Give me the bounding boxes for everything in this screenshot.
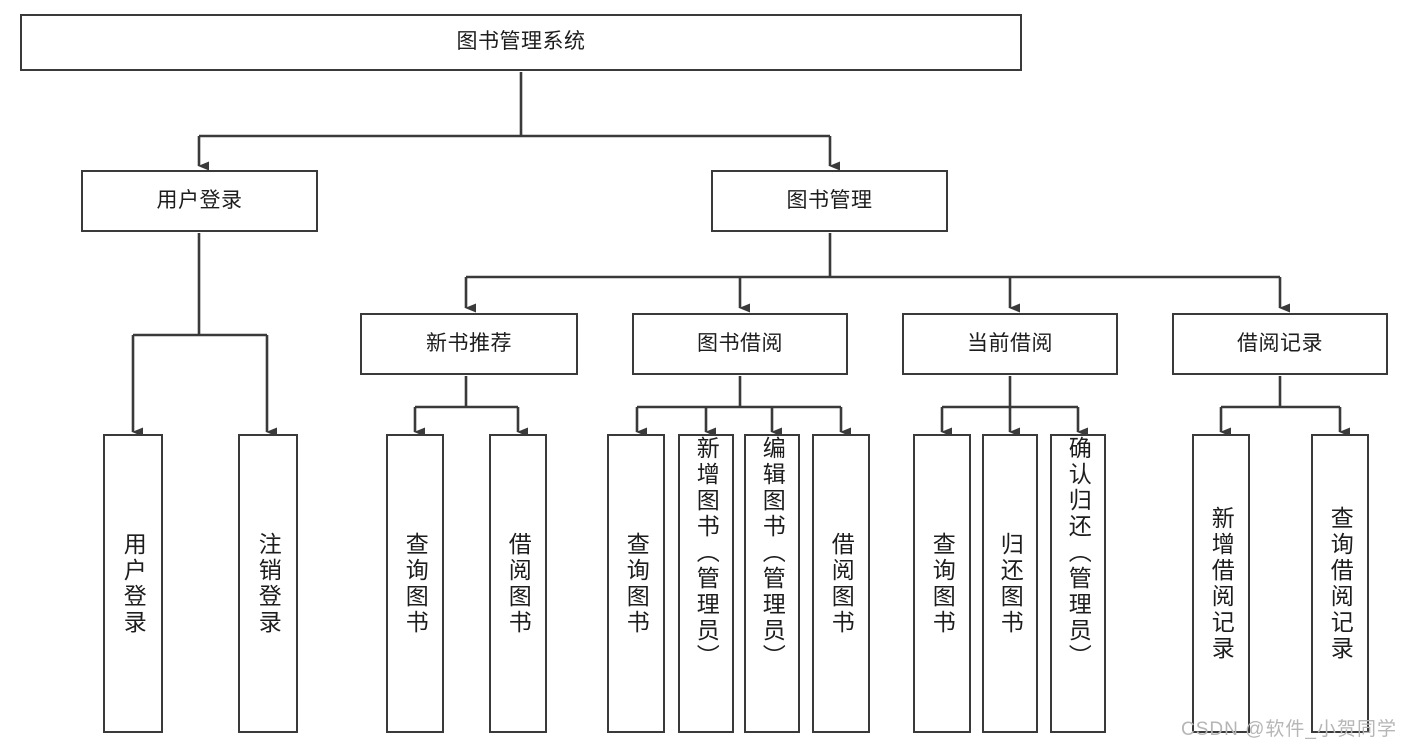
leaf-add-borrow-record-label: 新增借阅记录 bbox=[1208, 505, 1235, 662]
node-user-login-label: 用户登录 bbox=[156, 188, 243, 212]
node-book-management[interactable]: 图书管理 bbox=[711, 170, 948, 232]
node-borrow-records[interactable]: 借阅记录 bbox=[1172, 313, 1388, 375]
leaf-query-books-current-label: 查询图书 bbox=[929, 531, 956, 636]
leaf-query-books-new-label: 查询图书 bbox=[402, 531, 429, 636]
node-user-login[interactable]: 用户登录 bbox=[81, 170, 318, 232]
leaf-borrow-books-borrow-label: 借阅图书 bbox=[828, 531, 855, 636]
connectors-leaves-new-books bbox=[413, 376, 528, 437]
connectors-leaves-records bbox=[1219, 376, 1350, 437]
watermark-text: CSDN @软件_小贺同学 bbox=[1181, 719, 1397, 740]
node-root[interactable]: 图书管理系统 bbox=[20, 14, 1022, 71]
node-current-borrow-label: 当前借阅 bbox=[967, 331, 1053, 355]
leaf-add-book-admin[interactable]: 新增图书（管理员） bbox=[678, 434, 734, 733]
leaf-logout-label: 注销登录 bbox=[255, 531, 282, 636]
leaf-borrow-books-new[interactable]: 借阅图书 bbox=[489, 434, 547, 733]
leaf-return-books-label: 归还图书 bbox=[997, 531, 1024, 636]
leaf-query-borrow-record[interactable]: 查询借阅记录 bbox=[1311, 434, 1369, 733]
leaf-borrow-books-borrow[interactable]: 借阅图书 bbox=[812, 434, 870, 733]
leaf-confirm-return-admin[interactable]: 确认归还（管理员） bbox=[1050, 434, 1106, 733]
node-book-borrow-label: 图书借阅 bbox=[697, 331, 783, 355]
leaf-edit-book-admin[interactable]: 编辑图书（管理员） bbox=[744, 434, 800, 733]
node-root-label: 图书管理系统 bbox=[456, 30, 586, 54]
leaf-add-book-admin-label: 新增图书（管理员） bbox=[693, 436, 720, 670]
leaf-logout[interactable]: 注销登录 bbox=[238, 434, 298, 733]
node-borrow-records-label: 借阅记录 bbox=[1237, 331, 1323, 355]
leaf-query-books-borrow[interactable]: 查询图书 bbox=[607, 434, 665, 733]
leaf-add-borrow-record[interactable]: 新增借阅记录 bbox=[1192, 434, 1250, 733]
connectors-leaves-borrow bbox=[635, 376, 851, 437]
leaf-query-books-current[interactable]: 查询图书 bbox=[913, 434, 971, 733]
leaf-user-login[interactable]: 用户登录 bbox=[103, 434, 163, 733]
leaf-edit-book-admin-label: 编辑图书（管理员） bbox=[759, 436, 786, 670]
leaf-query-books-borrow-label: 查询图书 bbox=[623, 531, 650, 636]
leaf-borrow-books-new-label: 借阅图书 bbox=[505, 531, 532, 636]
leaf-return-books[interactable]: 归还图书 bbox=[982, 434, 1038, 733]
node-book-borrow[interactable]: 图书借阅 bbox=[632, 313, 848, 375]
leaf-query-books-new[interactable]: 查询图书 bbox=[386, 434, 444, 733]
node-new-book-recommend-label: 新书推荐 bbox=[426, 331, 512, 355]
leaf-query-borrow-record-label: 查询借阅记录 bbox=[1327, 505, 1354, 662]
node-new-book-recommend[interactable]: 新书推荐 bbox=[360, 313, 578, 375]
leaf-user-login-label: 用户登录 bbox=[120, 531, 147, 636]
connectors-leaves-current bbox=[940, 376, 1088, 437]
connectors-root bbox=[197, 72, 840, 171]
node-current-borrow[interactable]: 当前借阅 bbox=[902, 313, 1118, 375]
connectors-leaves-user-login bbox=[131, 233, 277, 437]
connectors-level3 bbox=[464, 233, 1290, 313]
leaf-confirm-return-admin-label: 确认归还（管理员） bbox=[1065, 436, 1092, 670]
node-book-management-label: 图书管理 bbox=[786, 188, 873, 212]
